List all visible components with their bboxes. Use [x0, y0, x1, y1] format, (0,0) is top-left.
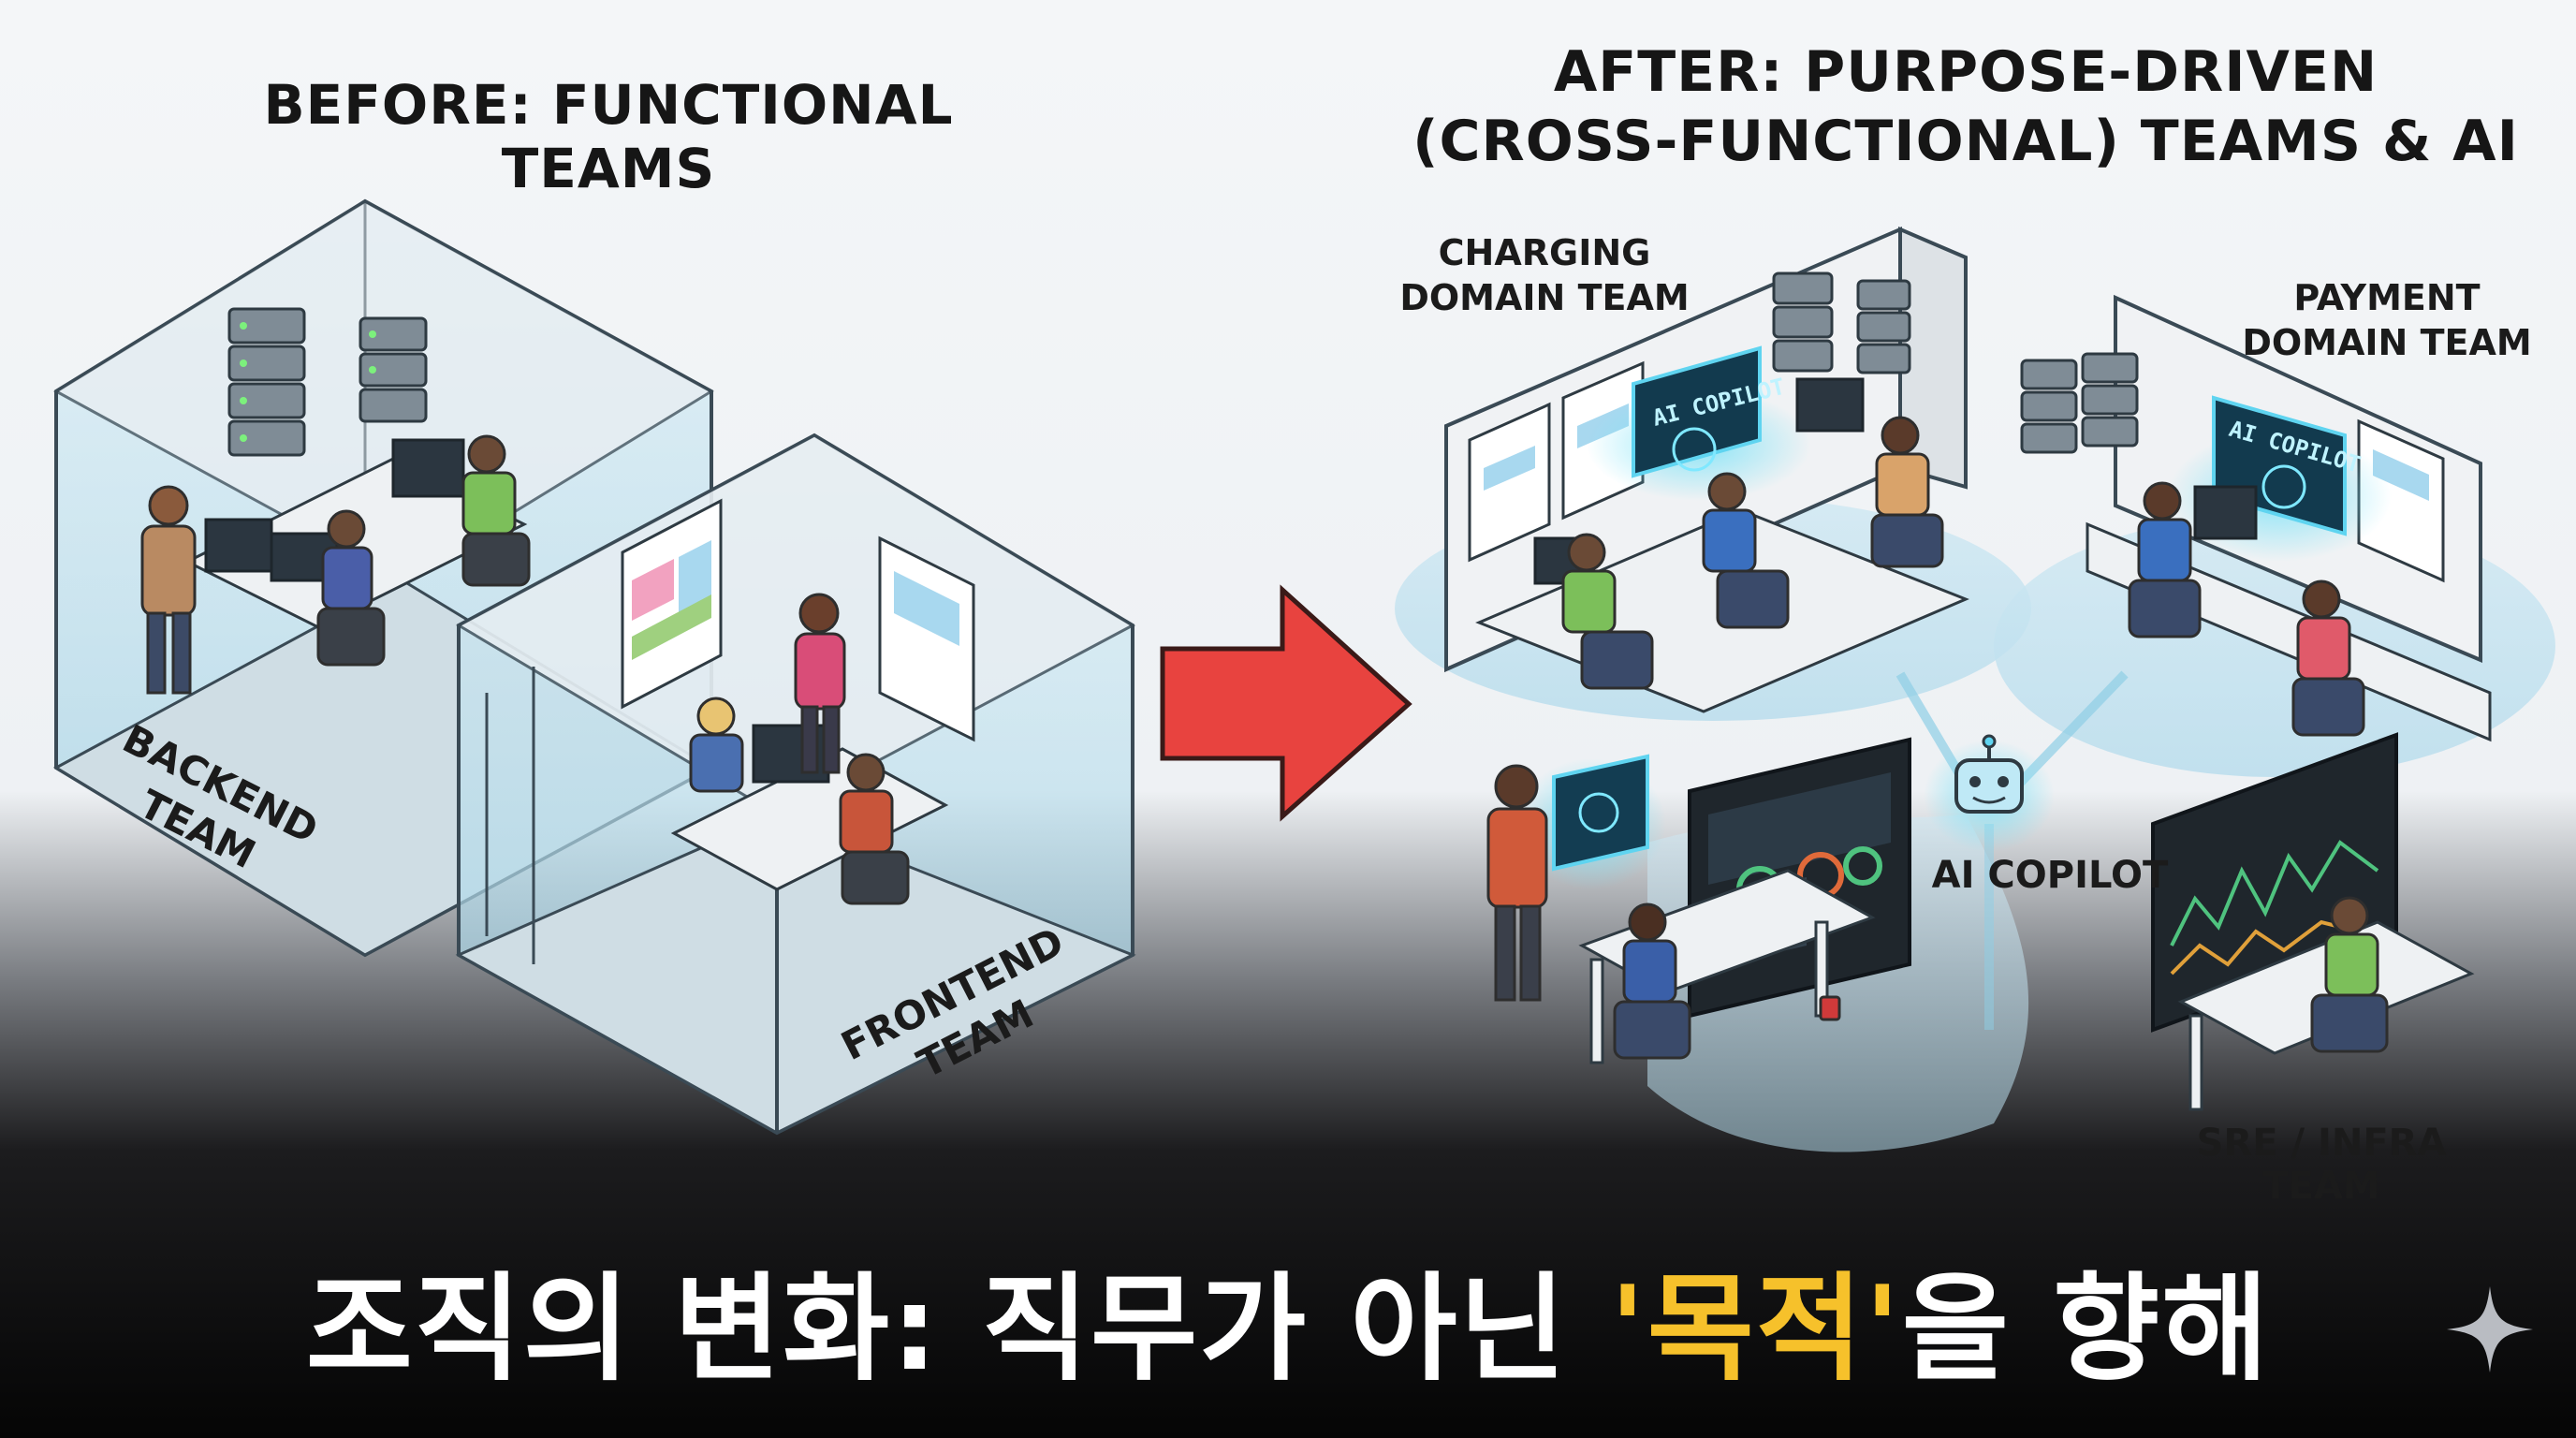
payment-label-line2: DOMAIN TEAM	[2242, 322, 2532, 363]
sparkle-icon	[2447, 1286, 2533, 1372]
charging-team-label: CHARGING DOMAIN TEAM	[1385, 230, 1704, 320]
backend-person-standing	[140, 485, 197, 695]
after-title-line2: (CROSS-FUNCTIONAL) TEAMS & AI	[1412, 109, 2519, 174]
arrow-right-icon	[1160, 584, 1412, 822]
frontend-person-standing	[794, 593, 846, 774]
charging-person-green	[1561, 533, 1654, 690]
frontend-wireframe-board	[621, 498, 723, 710]
caption-part1: 조직의 변화: 직무가 아닌	[305, 1262, 1610, 1397]
server-rack-icon	[227, 307, 306, 457]
charging-person-seated-3	[1870, 416, 1944, 568]
charging-person-blue	[1702, 472, 1790, 629]
frontend-person-seated-2	[839, 753, 910, 905]
after-title-line1: AFTER: PURPOSE-DRIVEN	[1553, 39, 2378, 105]
sre-person-seated	[2310, 896, 2389, 1053]
frontend-wireframe-board-2	[878, 536, 975, 742]
server-rack-icon	[359, 316, 428, 423]
payment-team-label: PAYMENT DOMAIN TEAM	[2228, 275, 2546, 365]
server-rack-icon	[2020, 352, 2139, 454]
payment-person-pink	[2291, 580, 2365, 737]
backend-person-seated-2	[461, 434, 531, 587]
charging-label-line1: CHARGING	[1438, 232, 1651, 273]
server-rack-icon	[1772, 271, 1911, 374]
caption-part2: 을 향해	[1901, 1262, 2271, 1397]
charging-label-line2: DOMAIN TEAM	[1399, 277, 1690, 318]
backend-person-seated	[316, 509, 386, 667]
ops-person-standing	[1486, 764, 1548, 1002]
sre-team-label: SRE / INFRA TEAM	[2196, 1122, 2447, 1208]
ops-person-seated	[1613, 902, 1691, 1060]
ops-holo-screen	[1516, 754, 1666, 889]
charging-ai-copilot-screen: AI COPILOT	[1587, 345, 1811, 501]
caption: 조직의 변화: 직무가 아닌 '목적'을 향해	[0, 1234, 2576, 1402]
before-title: BEFORE: FUNCTIONAL TEAMS	[263, 73, 954, 200]
payment-person-blue	[2128, 481, 2202, 638]
after-title: AFTER: PURPOSE-DRIVEN (CROSS-FUNCTIONAL)…	[1404, 37, 2527, 176]
ai-copilot-label: AI COPILOT	[1931, 854, 2169, 897]
payment-label-line1: PAYMENT	[2293, 277, 2481, 318]
caption-highlight: '목적'	[1609, 1262, 1902, 1397]
frontend-person-seated	[689, 697, 744, 793]
robot-icon	[1924, 734, 2055, 852]
